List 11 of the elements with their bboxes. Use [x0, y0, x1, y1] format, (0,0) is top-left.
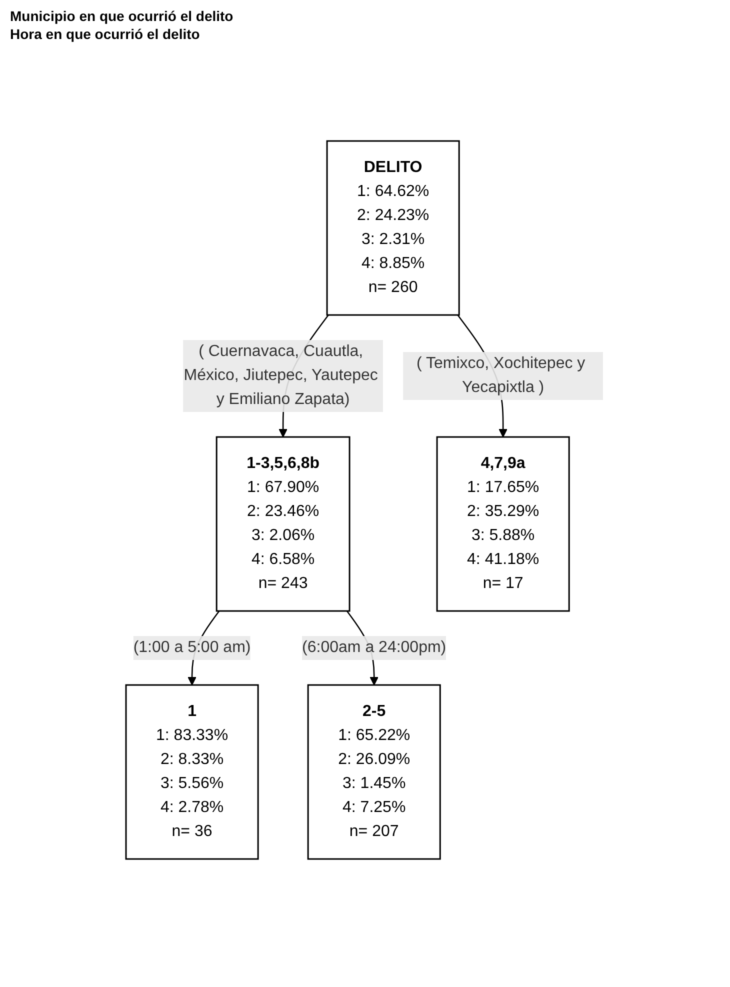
node-box: 2-5 1: 65.22% 2: 26.09% 3: 1.45% 4: 7.25% n= 207 — [308, 684, 442, 860]
edge-label: ( Temixco, Xochitepec y Yecapixtla ) — [416, 355, 586, 396]
edge-label: ( Cuernavaca, Cuautla, México, Jiutepec, Yautepec y Emiliano Zapata) — [184, 343, 378, 408]
split-label: Municipio en que ocurrió el delito — [10, 8, 234, 24]
node-box: 1-3,5,6,8b 1: 67.90% 2: 23.46% 3: 2.06% 4: 6.58% n= 243 — [216, 436, 351, 612]
split-label: Hora en que ocurrió el delito — [10, 26, 201, 42]
edge-label: (1:00 a 5:00 am) — [134, 639, 252, 656]
edge-label: (6:00am a 24:00pm) — [302, 639, 447, 656]
node-box: DELITO 1: 64.62% 2: 24.23% 3: 2.31% 4: 8.85% n= 260 — [326, 140, 460, 316]
node-box: 1 1: 83.33% 2: 8.33% 3: 5.56% 4: 2.78% n= 36 — [126, 684, 260, 860]
node-box: 4,7,9a 1: 17.65% 2: 35.29% 3: 5.88% 4: 41.18% n= 17 — [436, 436, 570, 612]
